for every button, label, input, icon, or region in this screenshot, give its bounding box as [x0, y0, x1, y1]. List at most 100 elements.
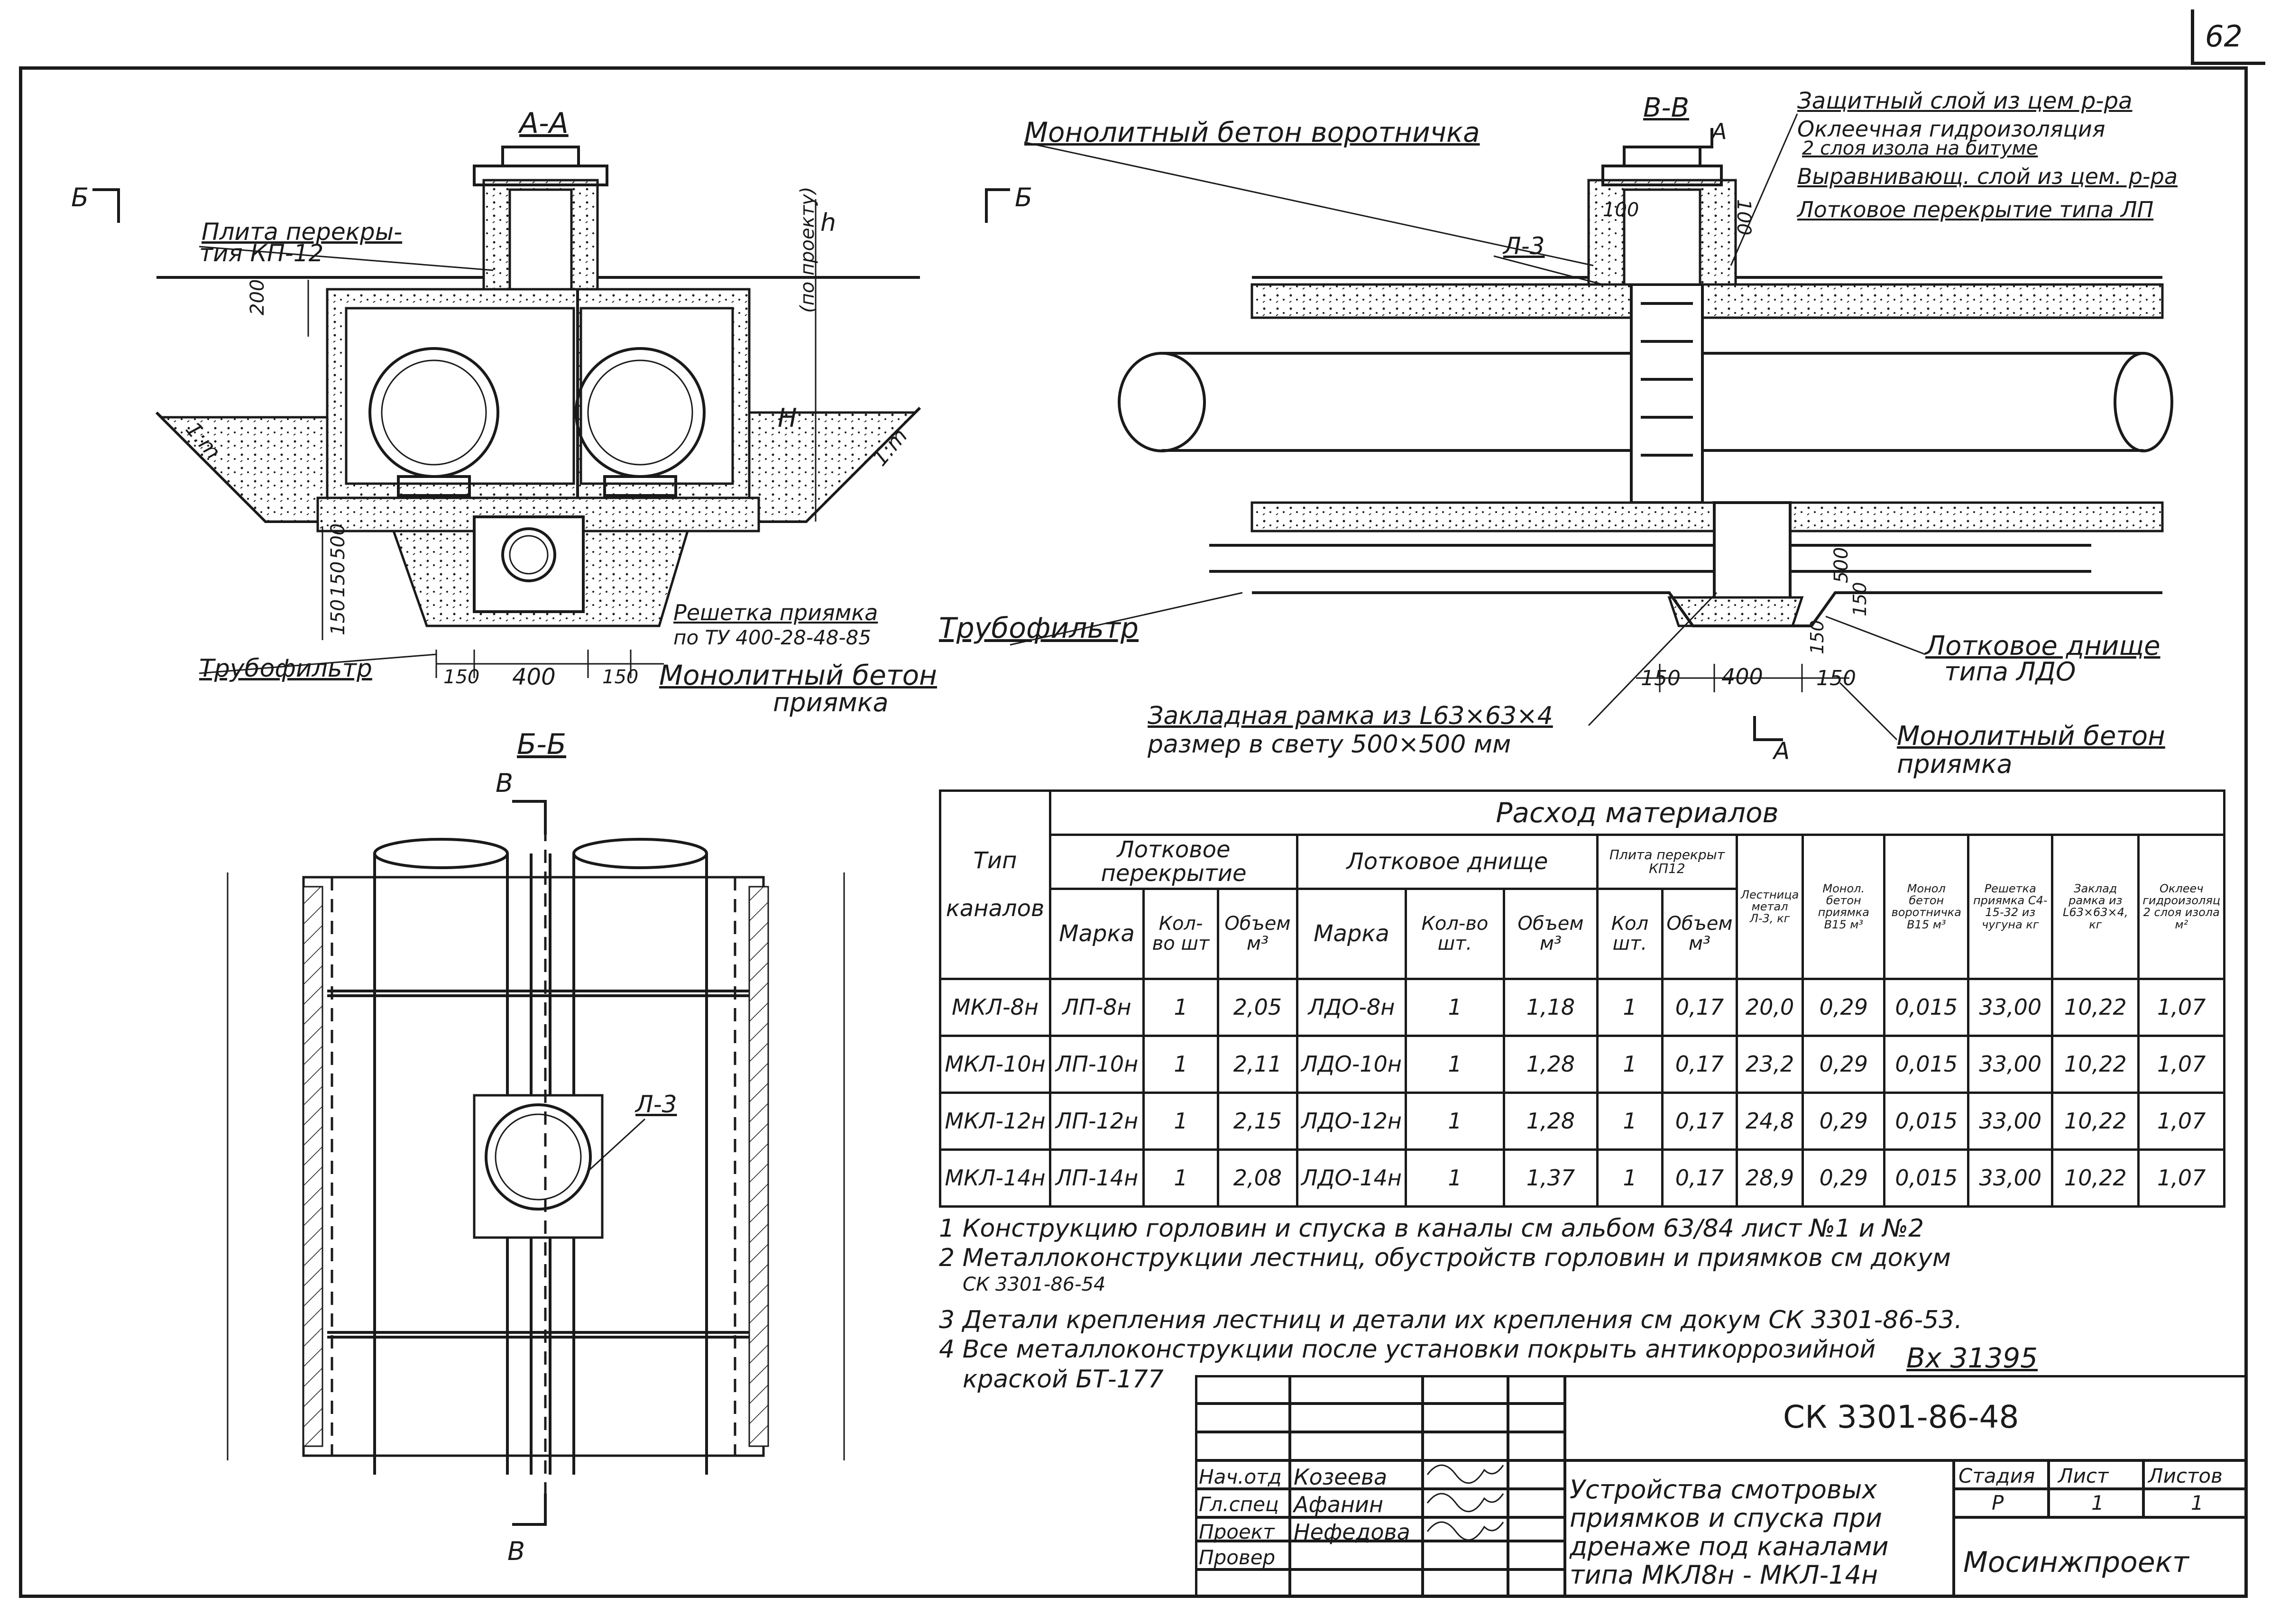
table-cell: 20,0 — [1735, 977, 1804, 1037]
label-monolit-priyamka-aa-2: приямка — [773, 688, 889, 717]
table-cell: 33,00 — [1967, 1148, 2054, 1208]
title-line-3: дренаже под каналами — [1570, 1532, 1889, 1561]
table-cell: 33,00 — [1967, 1091, 2054, 1151]
label-lotk-per: Лотковое перекрытие типа ЛП — [1797, 197, 2154, 222]
label-lotk-dn: Лотковое днище — [1925, 631, 2160, 661]
table-cell: 1 — [1404, 1034, 1505, 1094]
label-okl-1: Оклеечная гидроизоляция — [1797, 116, 2105, 142]
th-kanalov-text: каналов — [946, 895, 1045, 922]
th-kolvo: Кол-во шт — [1142, 887, 1219, 980]
table-cell: 1 — [1404, 977, 1505, 1037]
section-mark-v-bottom: В — [507, 1536, 525, 1566]
dim-400-b: 400 — [1721, 664, 1763, 689]
label-l3-plan: Л-3 — [635, 1091, 677, 1118]
label-monolit-priyamka-aa: Монолитный бетон — [659, 659, 937, 691]
table-cell: 1 — [1404, 1148, 1505, 1208]
th-obem-3: Объем м³ — [1661, 887, 1738, 980]
th-resh: Решетка приямка С4-15-32 из чугуна кг — [1967, 834, 2054, 980]
table-cell: 1,07 — [2137, 977, 2226, 1037]
label-plita: Плита перекры- — [202, 218, 403, 246]
note-3: 3 Детали крепления лестниц и детали их к… — [939, 1305, 1962, 1334]
listov-label: Листов — [2148, 1464, 2223, 1487]
page-number-box — [2191, 9, 2265, 65]
table-cell: 28,9 — [1735, 1148, 1804, 1208]
table-cell: 1 — [1596, 1034, 1664, 1094]
table-cell: 2,05 — [1217, 977, 1298, 1037]
th-kol-3: Кол шт. — [1596, 887, 1664, 980]
dim-400: 400 — [512, 664, 556, 690]
table-cell: 1 — [1596, 1148, 1664, 1208]
table-cell: 1 — [1404, 1091, 1505, 1151]
th-obem: Объем м³ — [1217, 887, 1298, 980]
inventory-number: Вх 31395 — [1906, 1342, 2038, 1374]
table-cell: МКЛ-10н — [939, 1034, 1051, 1094]
dim-150-d: 150 — [1816, 666, 1856, 690]
table-cell: 10,22 — [2051, 1091, 2140, 1151]
label-zaklad: Закладная рамка из L63×63×4 — [1148, 702, 1553, 730]
section-mark-b-left: Б — [71, 183, 89, 212]
table-cell: МКЛ-8н — [939, 977, 1051, 1037]
label-l3: Л-3 — [1503, 232, 1545, 260]
notes: 1 Конструкцию горловин и спуска в каналы… — [939, 1214, 2219, 1394]
note-4: 4 Все металлоконструкции после установки… — [939, 1335, 1876, 1364]
table-cell: 1 — [1596, 977, 1664, 1037]
table-cell: 33,00 — [1967, 977, 2054, 1037]
stadia-label: Стадия — [1958, 1464, 2035, 1487]
table-cell: 0,015 — [1883, 1148, 1970, 1208]
table-cell: МКЛ-12н — [939, 1091, 1051, 1151]
note-2-ref: СК 3301-86-54 — [963, 1273, 1106, 1295]
section-mark-a-bottom: А — [1774, 737, 1790, 765]
label-zash: Защитный слой из цем р-ра — [1797, 88, 2133, 114]
table-cell: 1,37 — [1502, 1148, 1599, 1208]
table-cell: 2,15 — [1217, 1091, 1298, 1151]
name-2: Афанин — [1294, 1492, 1384, 1517]
role-2: Гл.спец — [1199, 1493, 1279, 1516]
stadia-value: Р — [1992, 1491, 2004, 1514]
table-cell: 0,29 — [1802, 1034, 1886, 1094]
section-title-v-v: В-В — [1643, 92, 1690, 123]
section-b-b-plan — [227, 800, 845, 1526]
label-monolit-vorotnichka: Монолитный бетон воротничка — [1024, 116, 1480, 148]
th-marka: Марка — [1049, 887, 1145, 980]
note-1: 1 Конструкцию горловин и спуска в каналы… — [939, 1214, 1924, 1243]
organization: Мосинжпроект — [1963, 1546, 2189, 1579]
title-line-4: типа МКЛ8н - МКЛ-14н — [1570, 1560, 1878, 1590]
role-1: Нач.отд — [1199, 1465, 1282, 1488]
section-a-a — [92, 146, 1010, 678]
th-ld: Лотковое днище — [1296, 834, 1599, 890]
role-4: Провер — [1199, 1546, 1276, 1569]
note-2: 2 Металлоконструкции лестниц, обустройст… — [939, 1244, 1951, 1273]
table-cell: 0,29 — [1802, 1091, 1886, 1151]
th-zaklad: Заклад рамка из L63×63×4, кг — [2051, 834, 2140, 980]
section-mark-a-top: А — [1712, 119, 1727, 144]
table-cell: 1 — [1142, 977, 1219, 1037]
table-cell: 10,22 — [2051, 1148, 2140, 1208]
list-label: Лист — [2058, 1464, 2109, 1487]
th-kolvo-2: Кол-во шт. — [1404, 887, 1505, 980]
table-cell: 0,29 — [1802, 977, 1886, 1037]
table-cell: ЛДО-12н — [1296, 1091, 1407, 1151]
table-cell: 23,2 — [1735, 1034, 1804, 1094]
section-mark-b-right: Б — [1015, 183, 1033, 212]
table-cell: 0,015 — [1883, 1091, 1970, 1151]
table-cell: ЛП-12н — [1049, 1091, 1145, 1151]
name-1: Козеева — [1294, 1464, 1388, 1490]
label-h: h — [820, 209, 836, 237]
th-obem-2: Объем м³ — [1502, 887, 1599, 980]
label-reshetka-2: по ТУ 400-28-48-85 — [673, 626, 872, 649]
th-lp: Лотковое перекрытие — [1049, 834, 1298, 890]
table-cell: 0,17 — [1661, 1034, 1738, 1094]
name-3: Нефедова — [1294, 1519, 1410, 1545]
table-cell: 1,28 — [1502, 1034, 1599, 1094]
table-cell: 0,015 — [1883, 1034, 1970, 1094]
label-H: H — [778, 403, 797, 433]
materials-table: Тип каналов Расход материалов Лотковое п… — [939, 789, 2226, 1208]
section-title-b-b: Б-Б — [517, 728, 566, 761]
table-cell: ЛДО-8н — [1296, 977, 1407, 1037]
list-value: 1 — [2091, 1491, 2104, 1514]
label-monolit-priyamka-vv-2: приямка — [1897, 749, 2013, 779]
th-tip: Тип каналов — [939, 789, 1051, 980]
